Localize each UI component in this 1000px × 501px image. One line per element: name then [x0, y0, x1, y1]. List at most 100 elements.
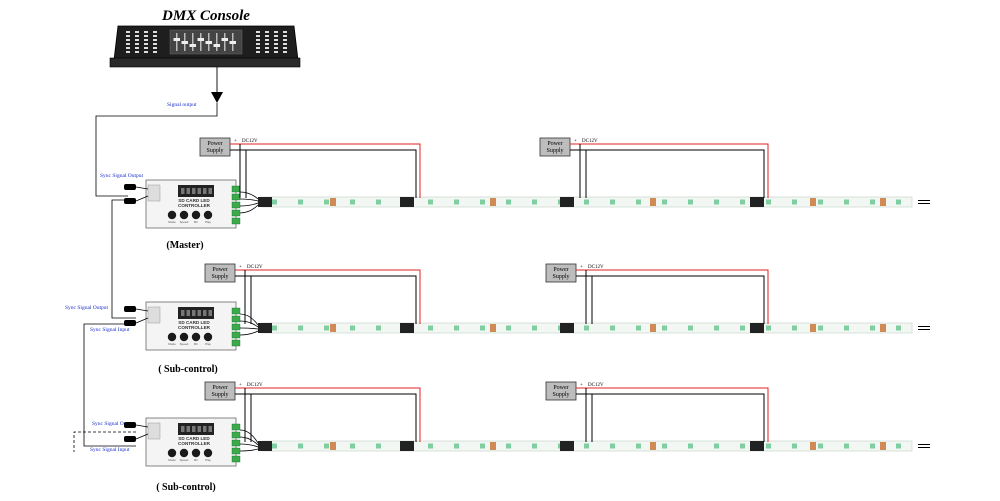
negative-wire [576, 393, 765, 442]
strip-led [324, 443, 329, 449]
controller-port-panel [147, 184, 161, 202]
strip-led [662, 199, 667, 205]
controller-role-label: ( Sub-control) [156, 482, 216, 493]
console-button [153, 47, 157, 49]
strip-connector [258, 441, 272, 451]
strip-led [740, 199, 745, 205]
sync-connector [124, 320, 136, 326]
strip-connector [750, 441, 764, 451]
sync-cable [135, 424, 149, 428]
strip-led [818, 325, 823, 331]
strip-led [324, 199, 329, 205]
controller-button-speed [179, 332, 189, 342]
controller-button-label: Speed [180, 342, 189, 346]
console-button [153, 43, 157, 45]
led-strip [261, 322, 930, 334]
power-supply-box [545, 263, 577, 283]
strip-led [896, 325, 901, 331]
console-fader-track [176, 33, 178, 51]
strip-led [584, 199, 589, 205]
negative-wire [235, 393, 417, 442]
strip-led [688, 199, 693, 205]
strip-led [844, 443, 849, 449]
strip-chip [880, 442, 886, 450]
dmx-console-title: DMX Console [161, 8, 250, 24]
strip-led [610, 325, 615, 331]
strip-chip [650, 442, 656, 450]
negative-wire [576, 275, 765, 324]
strip-chip [330, 442, 336, 450]
strip-chip [330, 198, 336, 206]
controller-button-label: Play [205, 342, 211, 346]
sub1-sync-output-label: Sync Signal Output [65, 305, 109, 311]
data-wire [239, 327, 259, 330]
strip-led [428, 199, 433, 205]
strip-chip [880, 324, 886, 332]
negative-wire [230, 149, 417, 198]
controller-button-label: Bri [194, 458, 198, 462]
power-supply-label-line1: Power [207, 141, 222, 147]
strip-connector [258, 323, 272, 333]
console-button [153, 39, 157, 41]
controller-button-label: Speed [180, 458, 189, 462]
data-wire [239, 191, 259, 200]
output-terminal [231, 423, 241, 431]
controller-label-line1: SD CARD LED [178, 320, 210, 325]
console-button [265, 39, 269, 41]
strip-led [792, 325, 797, 331]
output-terminal [231, 193, 241, 201]
console-button [256, 31, 260, 33]
output-terminal [231, 209, 241, 217]
power-supply-label-line2: Supply [546, 148, 563, 154]
console-button [144, 43, 148, 45]
console-button [153, 31, 157, 33]
display-digit [181, 188, 185, 194]
strip-led [298, 325, 303, 331]
display-digit [197, 426, 201, 432]
console-fader-track [192, 33, 194, 51]
strip-led [454, 443, 459, 449]
controller-button-label: Bri [194, 342, 198, 346]
strip-led [610, 443, 615, 449]
negative-wire [570, 149, 765, 198]
console-button [144, 35, 148, 37]
strip-led [272, 443, 277, 449]
console-button [126, 43, 130, 45]
strip-led [480, 443, 485, 449]
data-wire [239, 204, 259, 214]
positive-wire [576, 269, 769, 324]
console-button [274, 43, 278, 45]
controller-label-line1: SD CARD LED [178, 198, 210, 203]
display-digit [203, 426, 207, 432]
output-terminal [231, 447, 241, 455]
console-button [126, 39, 130, 41]
console-button [126, 47, 130, 49]
strip-led [506, 443, 511, 449]
sync-cable [135, 195, 149, 202]
console-button [135, 43, 139, 45]
power-supply-box [539, 137, 571, 157]
power-supply-label-line2: Supply [211, 274, 228, 280]
power-supply-label-line1: Power [212, 385, 227, 391]
display-digit [203, 310, 207, 316]
dc-voltage-label: DC12V [242, 139, 258, 144]
strip-connector [258, 197, 272, 207]
negative-wire [235, 275, 417, 324]
sync-connector [124, 306, 136, 312]
strip-led [272, 199, 277, 205]
strip-led [896, 443, 901, 449]
console-button [144, 47, 148, 49]
strip-connector [400, 441, 414, 451]
display-digit [181, 426, 185, 432]
strip-led [584, 443, 589, 449]
strip-led [662, 325, 667, 331]
strip-led [480, 325, 485, 331]
console-button [265, 43, 269, 45]
strip-led [818, 199, 823, 205]
power-supply-label-line2: Supply [552, 274, 569, 280]
